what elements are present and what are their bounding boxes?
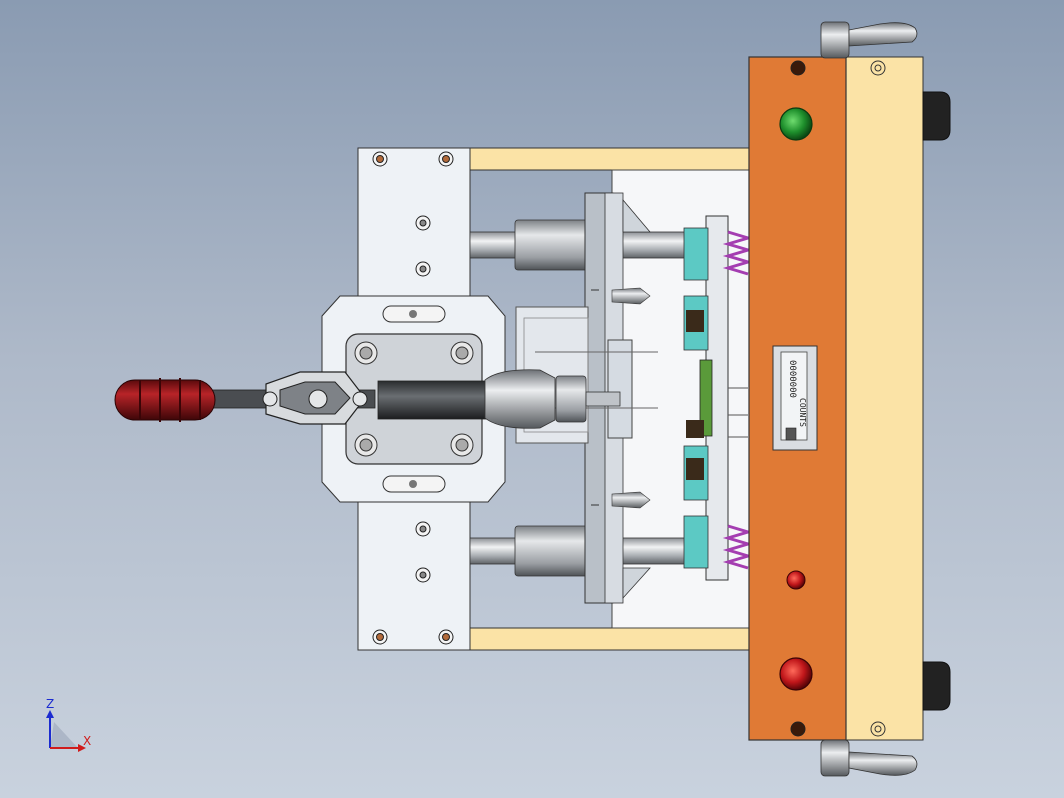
plunger-nose	[484, 369, 556, 429]
pivot-pin-1	[262, 391, 278, 407]
frame-side-plate	[844, 56, 924, 741]
hex-nut	[555, 375, 587, 423]
fixture-plate	[699, 215, 729, 581]
triad-plane	[50, 722, 78, 748]
pivot-pin-3	[352, 391, 368, 407]
clamp-bolts	[354, 341, 474, 457]
clamp-handle[interactable]	[114, 371, 376, 425]
handle-grip[interactable]	[114, 378, 216, 422]
counter-reset-button[interactable]	[785, 427, 797, 441]
x-axis-label: X	[83, 734, 91, 748]
counter-digits: 0000000	[787, 360, 797, 398]
z-axis-label: Z	[46, 697, 54, 711]
contact-pins	[686, 310, 704, 480]
counter-module: 0000000 COUNTS	[772, 345, 818, 451]
probe-tips	[611, 287, 651, 509]
frame-holes	[870, 60, 886, 737]
springs	[722, 230, 754, 570]
start-button[interactable]	[779, 107, 813, 141]
plunger	[377, 369, 621, 429]
pcb-strip	[699, 359, 713, 437]
plate-screws	[372, 151, 454, 645]
stop-button[interactable]	[779, 657, 813, 691]
plate-holes	[790, 60, 806, 737]
wire-leads	[728, 387, 748, 438]
frame-bar-bottom	[469, 627, 753, 651]
counter-label: COUNTS	[798, 398, 807, 427]
feet	[922, 91, 951, 711]
indicator-lamp	[786, 570, 806, 590]
lever-bottom[interactable]	[820, 739, 918, 777]
axis-triad: Z X	[46, 697, 91, 752]
frame-bar-top	[469, 147, 753, 171]
lever-top[interactable]	[820, 21, 918, 59]
plunger-rod	[377, 380, 491, 420]
guide-shafts	[469, 219, 691, 577]
pivot-pin-2	[308, 389, 328, 409]
